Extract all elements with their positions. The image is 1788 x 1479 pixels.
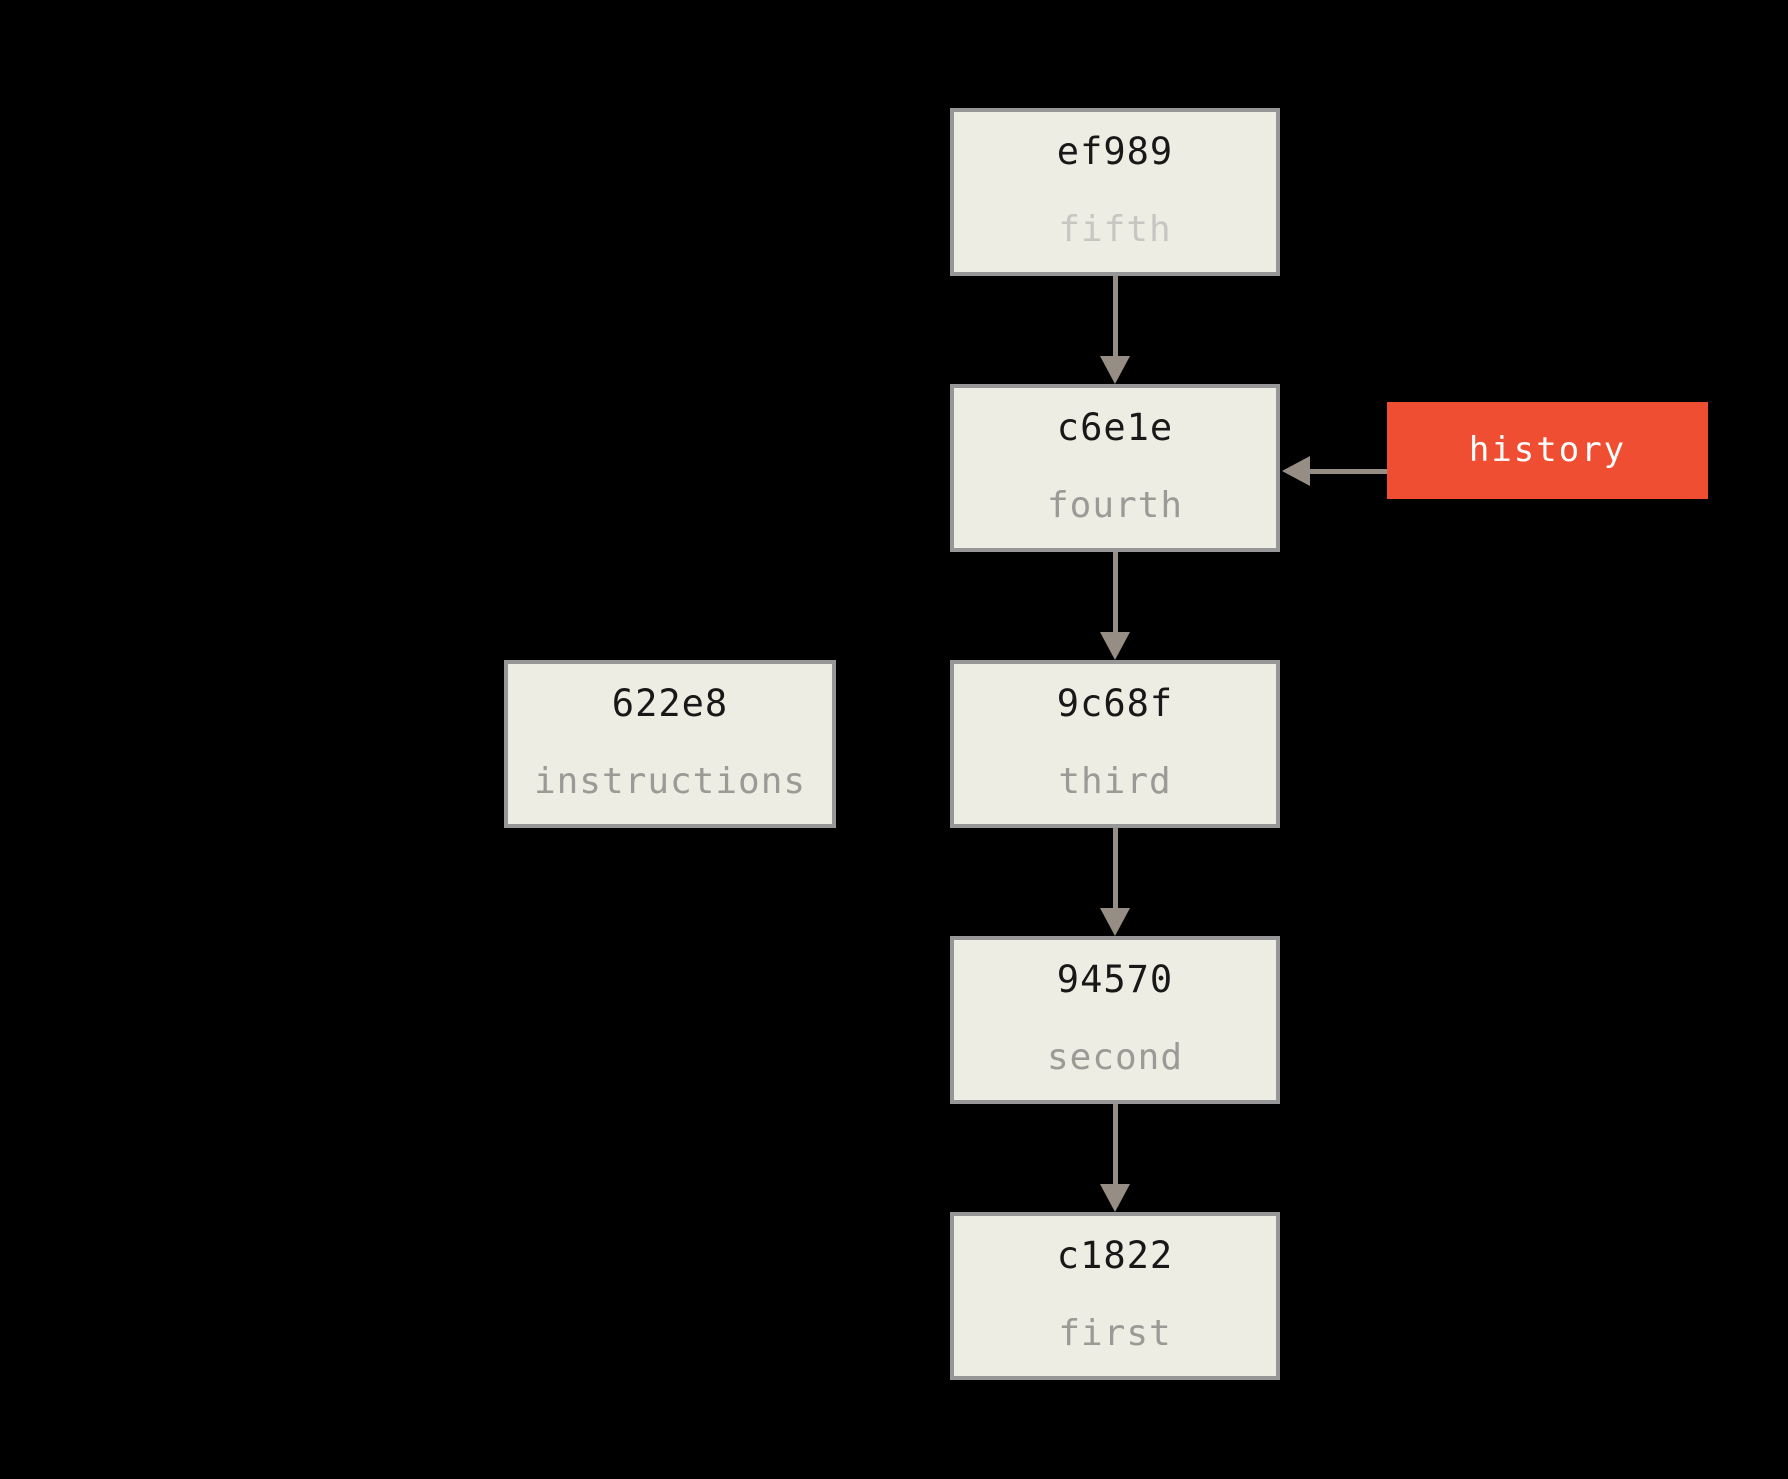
arrow-head-down-icon xyxy=(1100,632,1130,660)
arrow-stem xyxy=(1113,1104,1118,1184)
commit-hash: 622e8 xyxy=(611,682,729,725)
commit-box-622e8: 622e8 instructions xyxy=(504,660,836,828)
commit-hash: ef989 xyxy=(1056,130,1174,173)
commit-message: fifth xyxy=(1058,209,1172,250)
arrow-head-down-icon xyxy=(1100,356,1130,384)
commit-message: instructions xyxy=(533,761,807,802)
commit-box-ef989: ef989 fifth xyxy=(950,108,1280,276)
commit-message: third xyxy=(1058,761,1172,802)
commit-box-94570: 94570 second xyxy=(950,936,1280,1104)
arrow-stem xyxy=(1113,276,1118,356)
branch-ref-history: history xyxy=(1387,402,1708,499)
arrow-stem xyxy=(1308,469,1387,474)
commit-box-c6e1e: c6e1e fourth xyxy=(950,384,1280,552)
commit-hash: 94570 xyxy=(1056,958,1174,1001)
arrow-head-down-icon xyxy=(1100,1184,1130,1212)
arrow-down-connector xyxy=(1100,828,1130,936)
commit-message: fourth xyxy=(1046,485,1184,526)
arrow-stem xyxy=(1113,552,1118,632)
commit-message: first xyxy=(1058,1313,1172,1354)
arrow-stem xyxy=(1113,828,1118,908)
commit-message: second xyxy=(1046,1037,1184,1078)
commit-hash: c6e1e xyxy=(1056,406,1174,449)
arrow-head-left-icon xyxy=(1282,456,1310,486)
commit-box-c1822: c1822 first xyxy=(950,1212,1280,1380)
commit-hash: 9c68f xyxy=(1056,682,1174,725)
arrow-head-down-icon xyxy=(1100,908,1130,936)
arrow-down-connector xyxy=(1100,1104,1130,1212)
arrow-down-connector xyxy=(1100,276,1130,384)
commit-hash: c1822 xyxy=(1056,1234,1174,1277)
arrow-down-connector xyxy=(1100,552,1130,660)
commit-box-9c68f: 9c68f third xyxy=(950,660,1280,828)
arrow-left-connector xyxy=(1282,456,1387,486)
